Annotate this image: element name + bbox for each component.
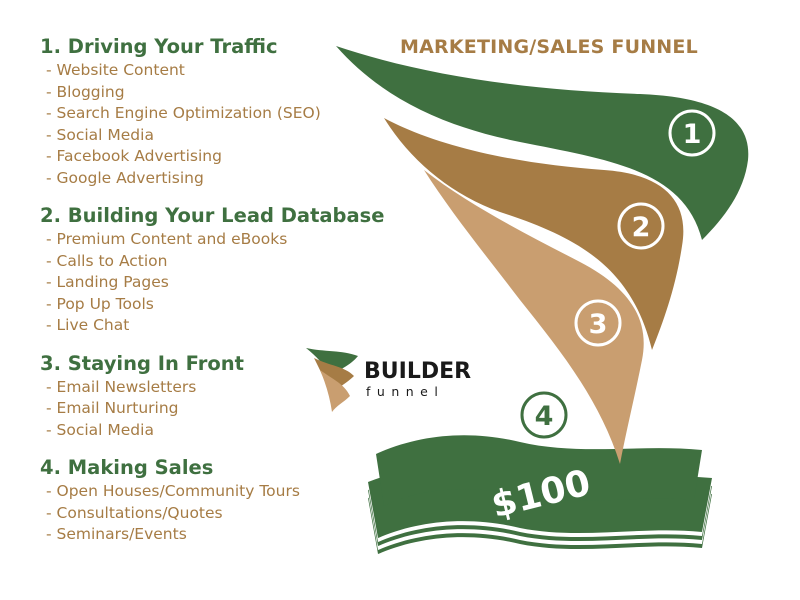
section-making-sales: 4. Making Sales - Open Houses/Community …: [40, 455, 410, 546]
list-item: - Open Houses/Community Tours: [46, 482, 300, 500]
logo-subname: funnel: [366, 384, 445, 399]
logo-name: BUILDER: [364, 359, 472, 384]
stage-list: 1. Driving Your Traffic - Website Conten…: [40, 34, 410, 560]
stage-2-circle-icon: [617, 202, 665, 250]
list-item: - Premium Content and eBooks: [46, 230, 288, 248]
stage-1-circle-icon: [668, 109, 716, 157]
list-item: - Blogging: [46, 82, 125, 101]
stage-3-circle-icon: [574, 299, 622, 347]
list-item: - Seminars/Events: [46, 525, 187, 543]
list-item: - Calls to Action: [46, 251, 168, 270]
list-item: - Pop Up Tools: [46, 294, 154, 313]
builder-funnel-logo-icon: [306, 348, 358, 412]
list-item: - Live Chat: [46, 316, 130, 334]
section-heading: 1. Driving Your Traffic: [40, 35, 278, 58]
section-heading: 4. Making Sales: [40, 456, 214, 479]
list-item: - Website Content: [46, 61, 185, 79]
section-driving-traffic: 1. Driving Your Traffic - Website Conten…: [40, 34, 410, 189]
section-lead-database: 2. Building Your Lead Database - Premium…: [40, 203, 410, 337]
section-heading: 3. Staying In Front: [40, 351, 244, 375]
section-staying-in-front: 3. Staying In Front - Email Newsletters …: [40, 351, 410, 442]
list-item: - Email Nurturing: [46, 399, 179, 417]
stage-3-label: 3: [589, 309, 608, 340]
stage-4-circle-icon: [520, 391, 568, 439]
funnel-band-2: [384, 118, 684, 350]
stage-1-label: 1: [683, 119, 702, 150]
list-item: - Search Engine Optimization (SEO): [46, 104, 321, 122]
list-item: - Email Newsletters: [46, 377, 197, 396]
section-heading: 2. Building Your Lead Database: [40, 204, 385, 227]
list-item: - Social Media: [46, 125, 154, 144]
list-item: - Google Advertising: [46, 168, 204, 187]
funnel-title: MARKETING/SALES FUNNEL: [400, 36, 698, 58]
list-item: - Landing Pages: [46, 273, 169, 291]
list-item: - Consultations/Quotes: [46, 503, 223, 522]
stage-2-label: 2: [632, 212, 651, 243]
stage-4-label: 4: [535, 401, 554, 432]
list-item: - Facebook Advertising: [46, 147, 222, 165]
funnel-band-3: [424, 170, 644, 464]
list-item: - Social Media: [46, 420, 154, 439]
funnel-band-1: [336, 46, 749, 240]
